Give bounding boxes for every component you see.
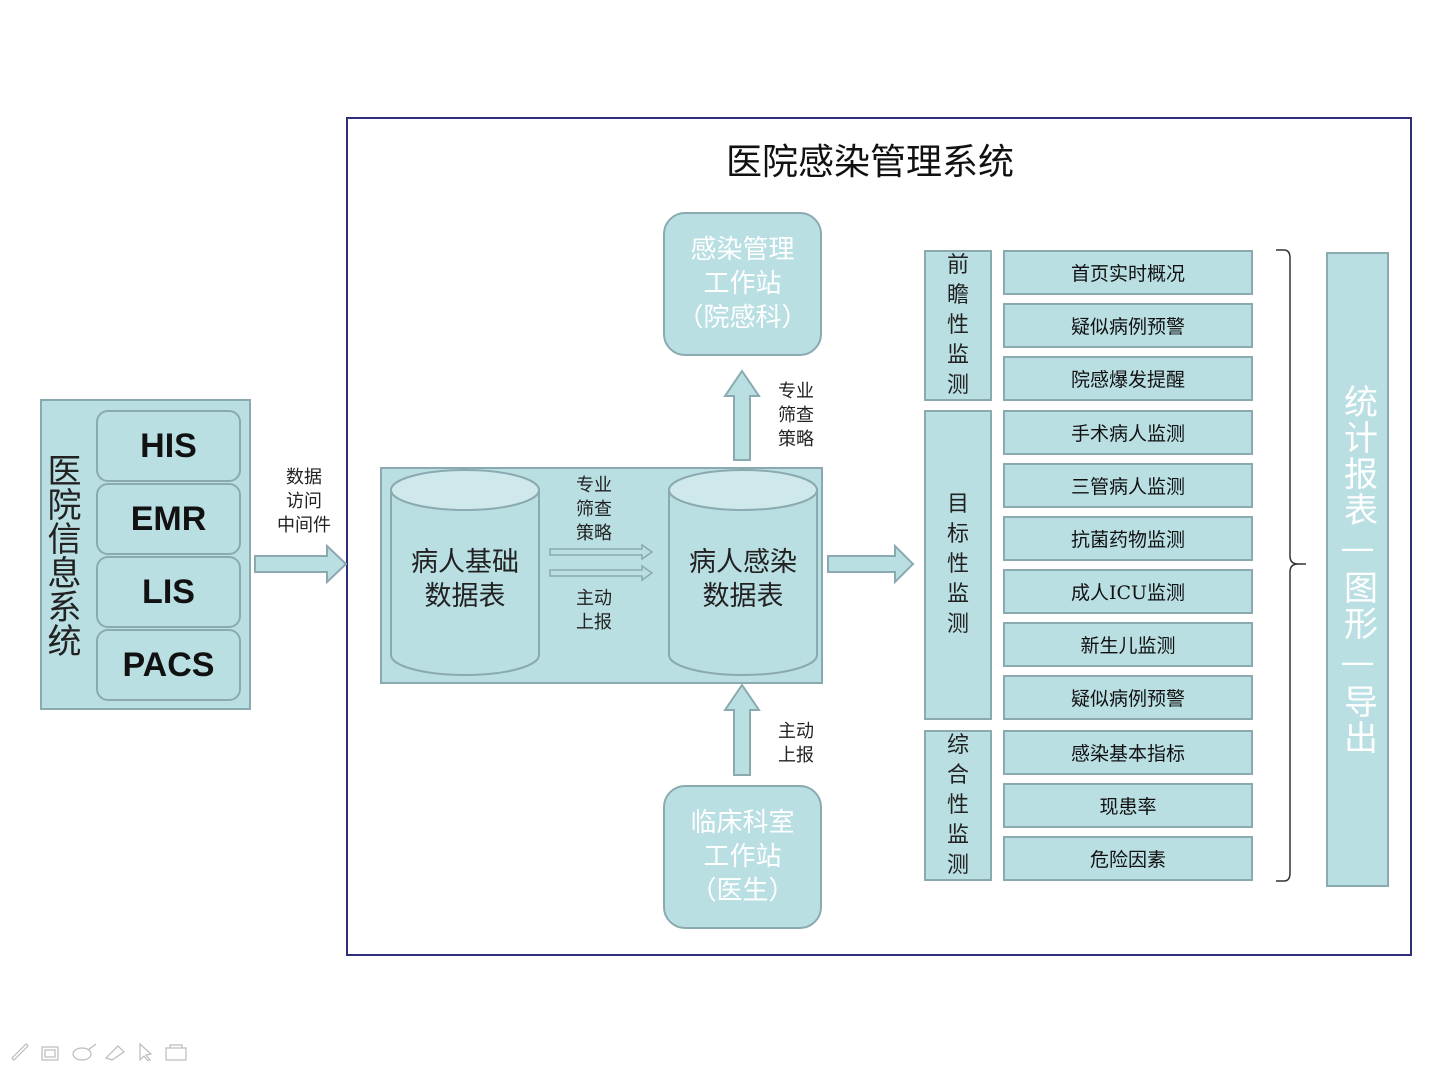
patient-infection-cylinder — [668, 469, 818, 676]
system-title: 医院感染管理系统 — [725, 142, 1014, 183]
middleware-label: 数据 访问 中间件 — [277, 467, 331, 536]
clinical-up-arrow — [723, 683, 761, 776]
up-arrow — [723, 369, 761, 461]
strategy-arrow — [549, 543, 654, 561]
pen-icon[interactable] — [11, 1043, 29, 1061]
patient-infection-table-label: 病人感染 数据表 — [689, 547, 797, 612]
item-prevalence-rate: 现患率 — [1003, 783, 1253, 828]
hospital-info-system-label: 医院信息系统 — [41, 453, 81, 657]
pacs-block: PACS — [96, 629, 241, 701]
report-label: 主动 上报 — [576, 588, 612, 633]
menu-icon[interactable] — [165, 1044, 187, 1061]
patient-base-cylinder — [390, 469, 540, 676]
system-frame — [346, 117, 1412, 956]
item-adult-icu: 成人ICU监测 — [1003, 569, 1253, 614]
report-arrow — [549, 564, 654, 582]
item-suspected-case-alert-2: 疑似病例预警 — [1003, 675, 1253, 720]
item-suspected-case-alert: 疑似病例预警 — [1003, 303, 1253, 348]
infection-mgmt-station: 感染管理 工作站 （院感科） — [663, 212, 822, 356]
patient-base-table-label: 病人基础 数据表 — [411, 547, 519, 612]
monitoring-arrow — [827, 543, 915, 585]
his-block: HIS — [96, 410, 241, 482]
upward-arrow-label: 专业 筛查 策略 — [778, 381, 814, 450]
item-basic-indicators: 感染基本指标 — [1003, 730, 1253, 775]
eraser-icon[interactable] — [104, 1045, 125, 1061]
clinical-station: 临床科室 工作站 （医生） — [663, 785, 822, 929]
lis-block: LIS — [96, 556, 241, 628]
item-newborn: 新生儿监测 — [1003, 622, 1253, 667]
item-homepage-overview: 首页实时概况 — [1003, 250, 1253, 295]
pointer-icon[interactable] — [139, 1042, 153, 1062]
category-comprehensive: 综 合 性 监 测 — [924, 730, 992, 881]
item-surgery-patient: 手术病人监测 — [1003, 410, 1253, 455]
emr-block: EMR — [96, 483, 241, 555]
item-three-tube-patient: 三管病人监测 — [1003, 463, 1253, 508]
middleware-arrow — [254, 543, 348, 585]
category-targeted: 目 标 性 监 测 — [924, 410, 992, 720]
right-brace — [1276, 249, 1306, 882]
category-prospective: 前 瞻 性 监 测 — [924, 250, 992, 401]
stats-report-panel: 统计报表—图形—导出 — [1326, 252, 1389, 887]
slides-icon[interactable] — [41, 1046, 59, 1061]
slide-toolbar — [8, 1040, 198, 1062]
item-antibiotic: 抗菌药物监测 — [1003, 516, 1253, 561]
item-risk-factors: 危险因素 — [1003, 836, 1253, 881]
annotate-icon[interactable] — [72, 1043, 97, 1061]
item-outbreak-reminder: 院感爆发提醒 — [1003, 356, 1253, 401]
strategy-label: 专业 筛查 策略 — [576, 475, 612, 544]
bottom-arrow-label: 主动 上报 — [778, 721, 814, 766]
